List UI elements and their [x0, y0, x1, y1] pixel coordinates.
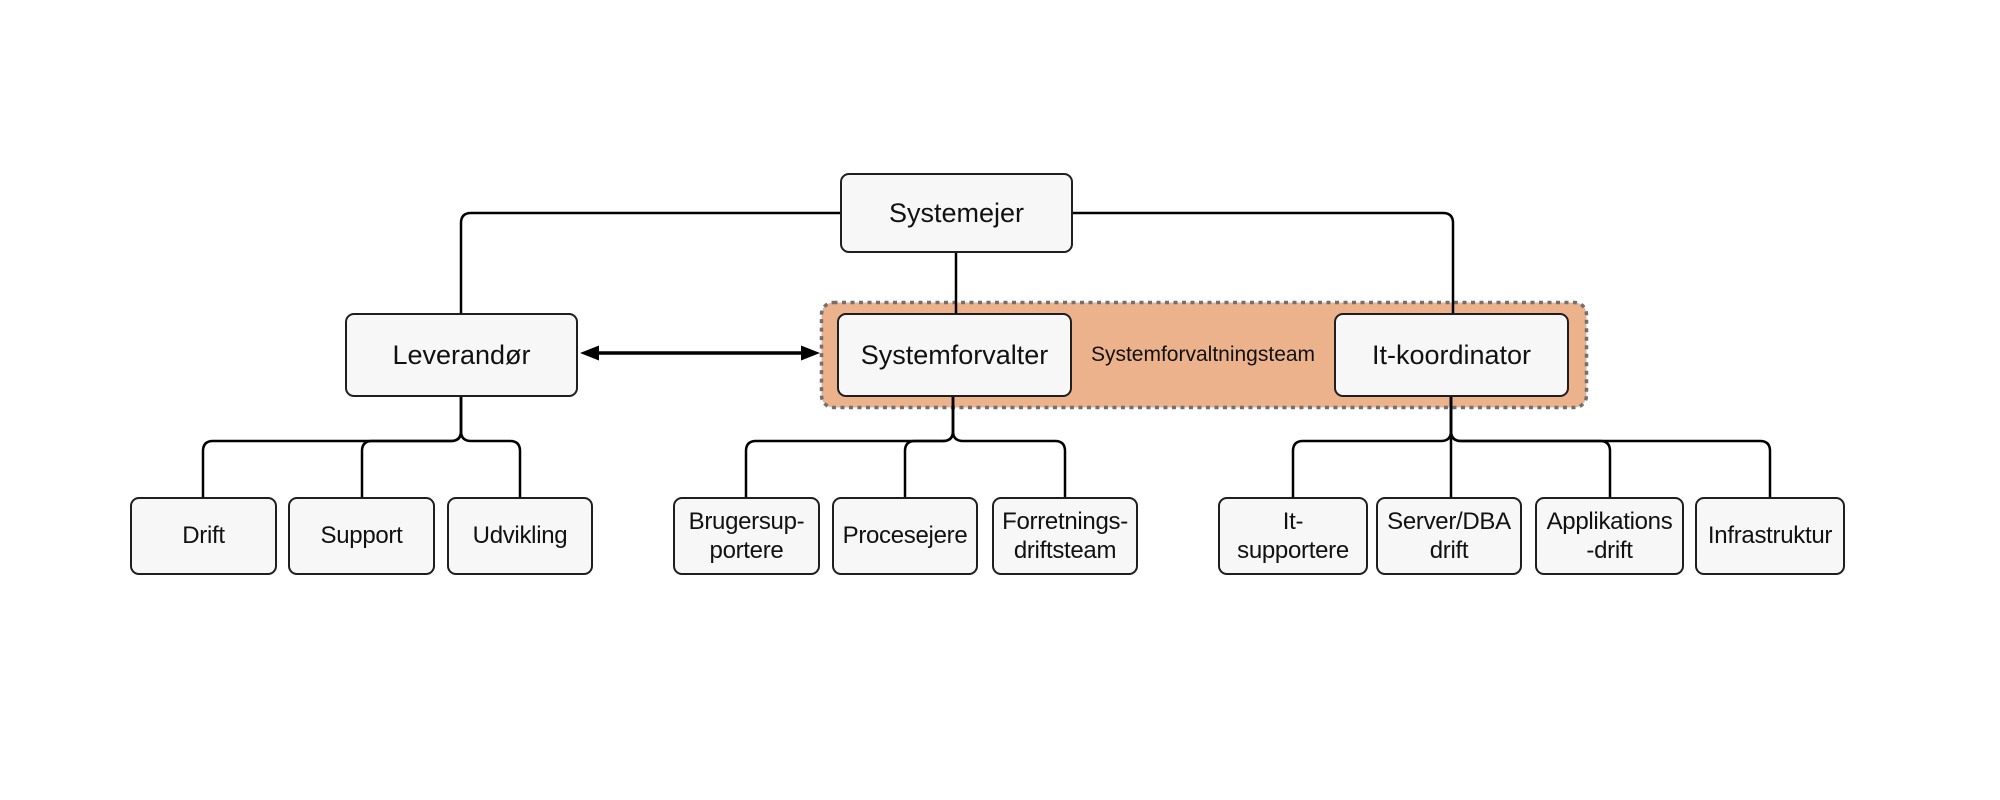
connector-itkoordinator-infrastruktur — [1449, 396, 1772, 497]
arrowhead-left-icon — [580, 345, 599, 361]
node-leverandor-label: Leverandør — [392, 339, 531, 370]
connector-systemejer-leverandor — [459, 211, 840, 313]
node-procesejere: Procesejere — [832, 497, 978, 575]
node-support: Support — [288, 497, 435, 575]
node-itsupportere-label: It- supportere — [1237, 507, 1349, 564]
node-serverdbadrift-label: Server/DBA drift — [1387, 507, 1511, 564]
node-forretningsdriftsteam-label: Forretnings- driftsteam — [1002, 507, 1128, 564]
node-serverdbadrift: Server/DBA drift — [1376, 497, 1522, 575]
connector-itkoordinator-applikationsdrift — [1449, 396, 1612, 497]
node-itkoordinator-label: It-koordinator — [1371, 339, 1532, 370]
node-drift: Drift — [130, 497, 277, 575]
node-infrastruktur-label: Infrastruktur — [1707, 522, 1833, 550]
node-brugersupportere: Brugersup- portere — [673, 497, 820, 575]
node-udvikling-label: Udvikling — [472, 522, 568, 550]
connector-itkoordinator-itsupportere — [1291, 396, 1453, 497]
node-brugersupportere-label: Brugersup- portere — [688, 507, 805, 564]
connector-leverandor-support — [360, 396, 463, 497]
node-drift-label: Drift — [182, 522, 225, 550]
connector-systemejer-itkoordinator — [1073, 211, 1455, 313]
connector-systemforvalter-procesejere — [903, 396, 955, 497]
connector-systemforvalter-brugersupportere — [744, 396, 955, 497]
team-group-label: Systemforvaltningsteam — [1090, 343, 1316, 366]
node-support-label: Support — [320, 522, 403, 550]
node-systemejer: Systemejer — [840, 173, 1073, 253]
node-itkoordinator: It-koordinator — [1334, 313, 1569, 397]
connector-leverandor-udvikling — [459, 396, 522, 497]
node-forretningsdriftsteam: Forretnings- driftsteam — [992, 497, 1138, 575]
node-systemejer-label: Systemejer — [888, 197, 1025, 228]
node-systemforvalter: Systemforvalter — [837, 313, 1072, 397]
connector-systemforvalter-forretningsdriftsteam — [951, 396, 1067, 497]
node-procesejere-label: Procesejere — [842, 522, 968, 550]
node-applikationsdrift-label: Applikations -drift — [1546, 507, 1673, 564]
node-infrastruktur: Infrastruktur — [1695, 497, 1845, 575]
node-applikationsdrift: Applikations -drift — [1535, 497, 1684, 575]
node-systemforvalter-label: Systemforvalter — [860, 339, 1049, 370]
connector-leverandor-drift — [201, 396, 463, 497]
double-arrow-leverandor-systemforvalter — [580, 345, 820, 361]
node-itsupportere: It- supportere — [1218, 497, 1368, 575]
node-udvikling: Udvikling — [447, 497, 593, 575]
arrowhead-right-icon — [801, 345, 820, 361]
node-leverandor: Leverandør — [345, 313, 578, 397]
